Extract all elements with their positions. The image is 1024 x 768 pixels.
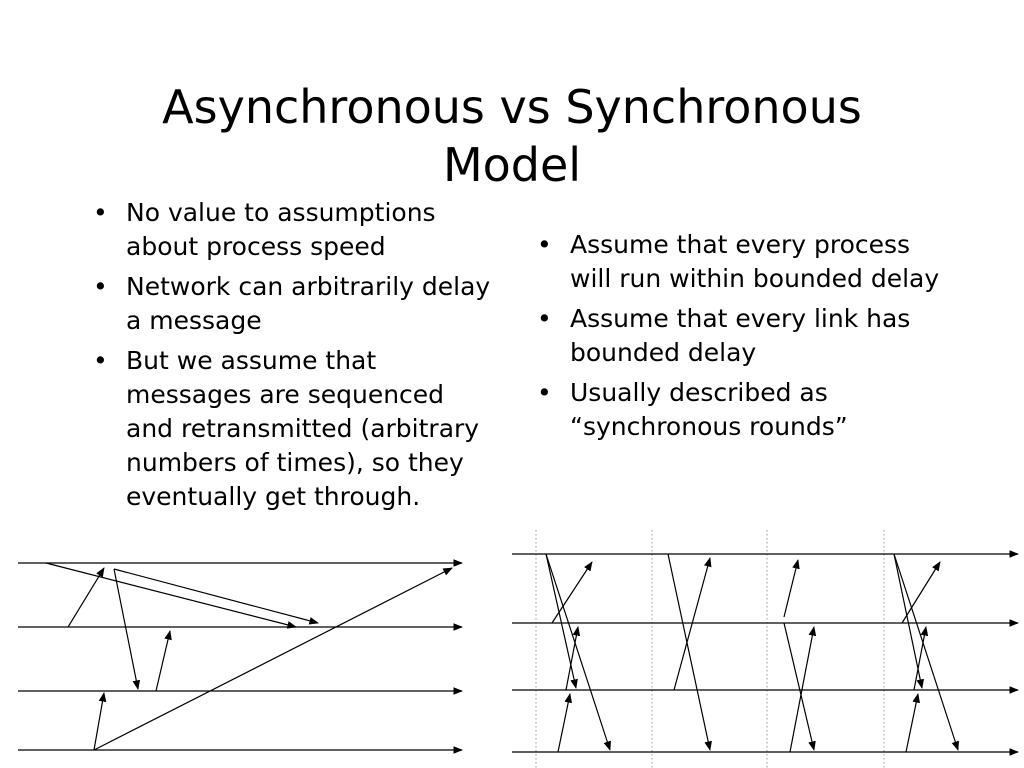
sync-message-arrow	[913, 626, 929, 691]
async-message-arrow	[113, 568, 319, 625]
sync-message-arrow	[557, 693, 573, 753]
sync-bullet-2: Assume that every link has bounded delay	[532, 302, 952, 370]
slide-title: Asynchronous vs Synchronous Model	[0, 78, 1024, 194]
async-message-arrow	[93, 567, 453, 751]
async-bullet-2: Network can arbitrarily delay a message	[88, 270, 498, 338]
sync-timeline-diagram	[512, 530, 1019, 768]
sync-message-arrow	[565, 626, 581, 691]
sync-message-arrow	[901, 561, 941, 624]
async-message-arrow	[93, 692, 107, 751]
sync-message-arrow	[783, 622, 816, 751]
sync-message-arrow	[667, 553, 712, 751]
sync-bullet-list: Assume that every process will run withi…	[532, 228, 952, 450]
async-message-arrow	[67, 567, 105, 628]
async-message-arrow	[113, 568, 141, 690]
sync-message-arrow	[893, 553, 959, 751]
async-message-arrow	[155, 630, 172, 692]
async-bullet-1: No value to assumptions about process sp…	[88, 196, 498, 264]
round-boundaries	[535, 530, 885, 768]
sync-message-arrow	[545, 553, 611, 751]
slide-title-line-1: Asynchronous vs Synchronous	[162, 80, 862, 134]
sync-message-arrow	[893, 553, 924, 689]
async-bullet-3: But we assume that messages are sequence…	[88, 344, 498, 514]
sync-message-arrow	[673, 557, 712, 691]
sync-message-arrow	[545, 553, 578, 689]
async-timeline-diagram	[18, 559, 463, 754]
sync-bullet-1: Assume that every process will run withi…	[532, 228, 952, 296]
sync-bullet-3: Usually described as “synchronous rounds…	[532, 376, 952, 444]
async-message-arrow	[45, 562, 297, 629]
sync-message-arrow	[905, 693, 921, 753]
sync-message-arrow	[783, 559, 800, 618]
slide-title-line-2: Model	[442, 138, 582, 192]
sync-message-arrow	[789, 626, 817, 753]
async-bullet-list: No value to assumptions about process sp…	[88, 196, 498, 520]
